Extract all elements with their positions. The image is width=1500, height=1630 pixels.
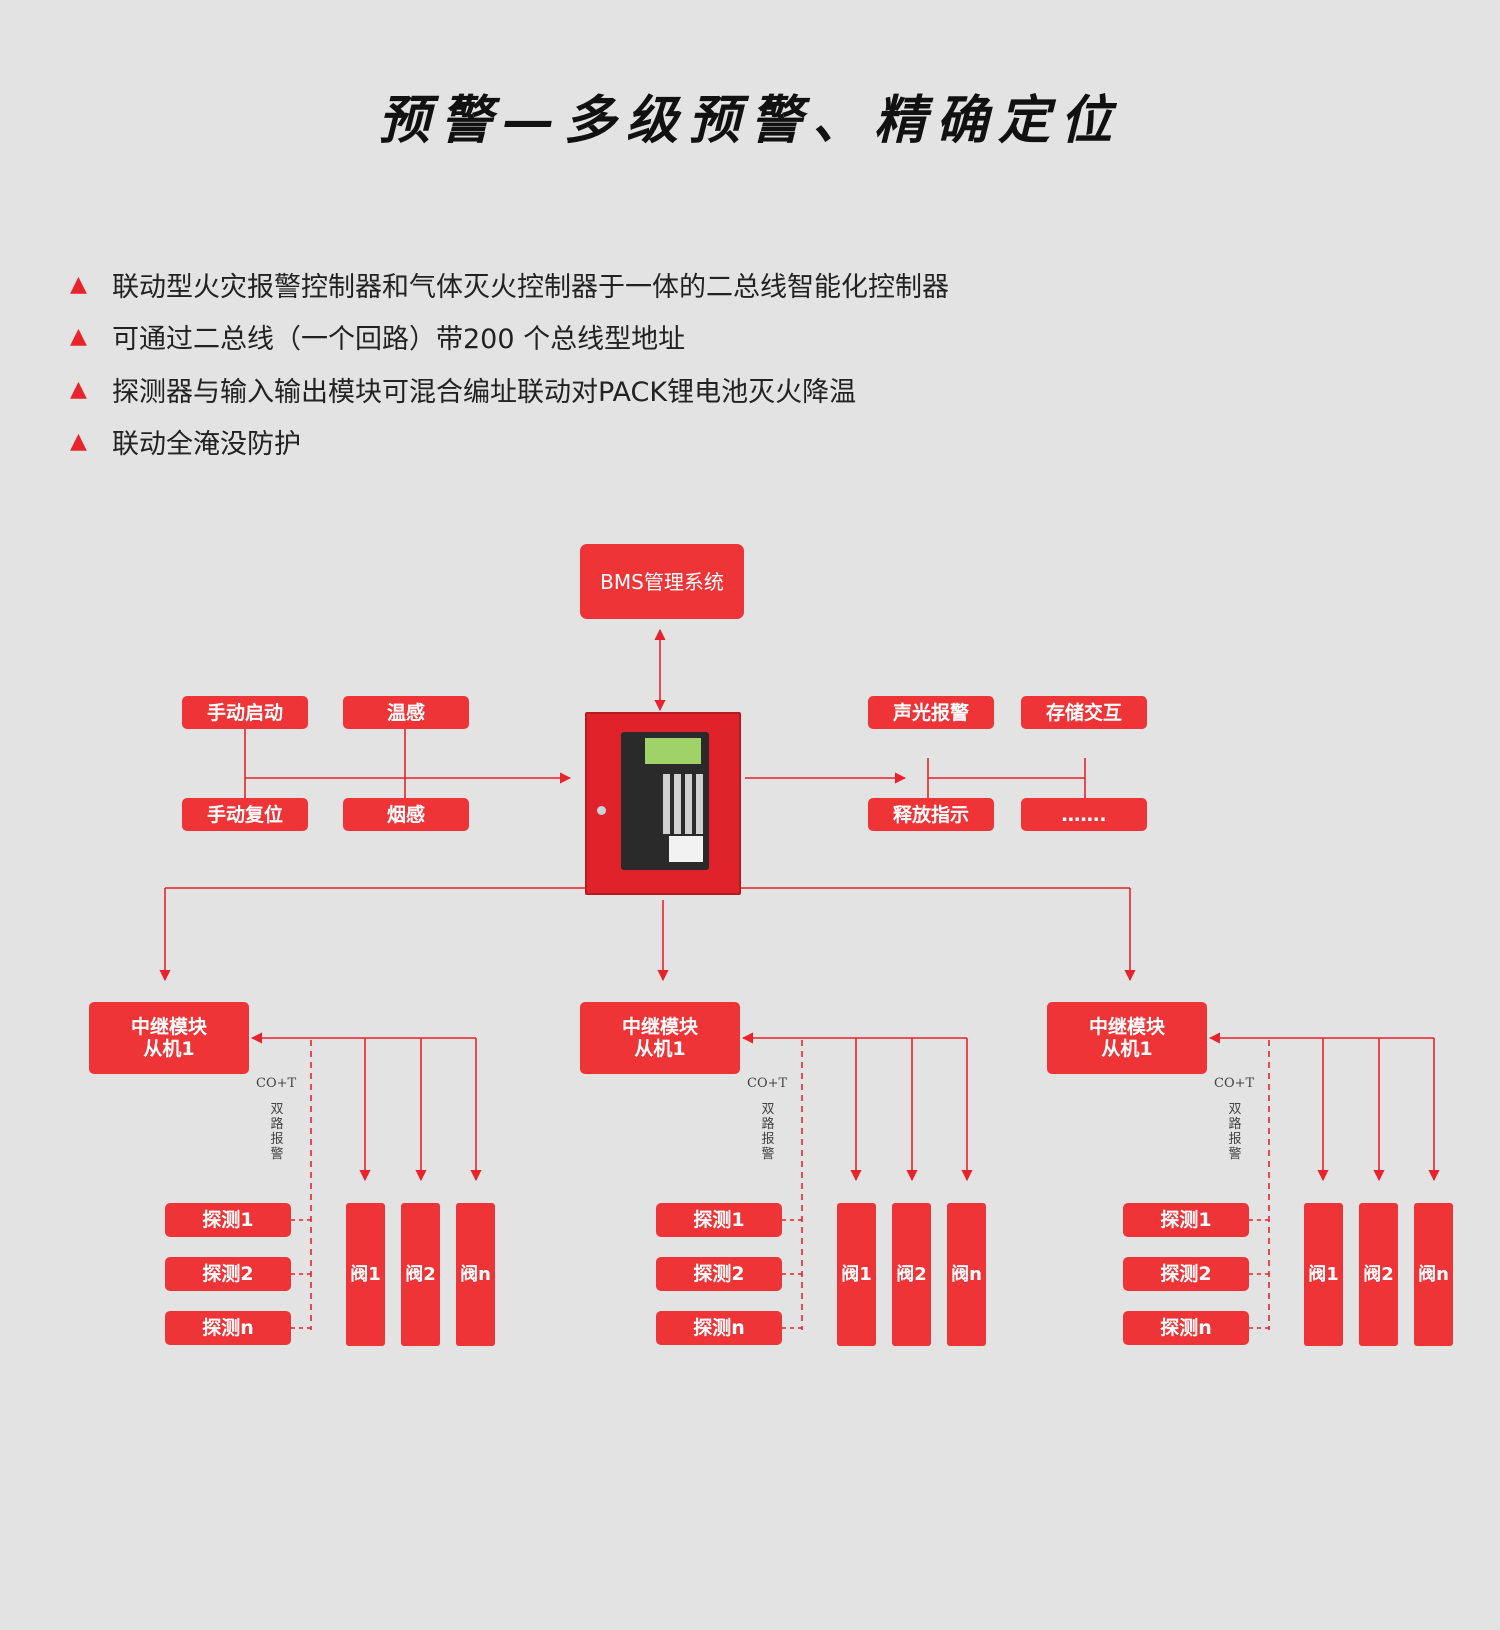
relay-module-subtitle: 从机1 (143, 1038, 195, 1060)
feature-item: ▲ 联动型火灾报警控制器和气体灭火控制器于一体的二总线智能化控制器 (70, 258, 949, 311)
feature-text: 可通过二总线（一个回路）带200 个总线型地址 (112, 324, 686, 356)
feature-item: ▲ 可通过二总线（一个回路）带200 个总线型地址 (70, 311, 949, 364)
valve-box: 阀1 (346, 1203, 385, 1346)
feature-list: ▲ 联动型火灾报警控制器和气体灭火控制器于一体的二总线智能化控制器 ▲ 可通过二… (70, 258, 949, 468)
valve-box: 阀2 (1359, 1203, 1398, 1346)
valve-box: 阀1 (1304, 1203, 1343, 1346)
smoke-sensor-box: 烟感 (343, 798, 469, 831)
feature-text: 联动型火灾报警控制器和气体灭火控制器于一体的二总线智能化控制器 (112, 271, 949, 303)
relay-module-subtitle: 从机1 (1101, 1038, 1153, 1060)
detector-box: 探测2 (656, 1257, 782, 1291)
lcd-screen (645, 738, 701, 764)
release-indicator-box: 释放指示 (868, 798, 994, 831)
temperature-sensor-box: 温感 (343, 696, 469, 729)
manual-reset-box: 手动复位 (182, 798, 308, 831)
more-outputs-box: ……. (1021, 798, 1147, 831)
relay-module-box: 中继模块从机1 (580, 1002, 740, 1074)
relay-module-box: 中继模块从机1 (1047, 1002, 1207, 1074)
feature-text: 探测器与输入输出模块可混合编址联动对PACK锂电池灭火降温 (112, 376, 857, 408)
co-t-label: CO+T (1214, 1076, 1255, 1091)
detector-box: 探测n (1123, 1311, 1249, 1345)
feature-item: ▲ 探测器与输入输出模块可混合编址联动对PACK锂电池灭火降温 (70, 363, 949, 416)
detector-box: 探测1 (1123, 1203, 1249, 1237)
triangle-icon: ▲ (70, 324, 87, 350)
storage-interaction-box: 存储交互 (1021, 696, 1147, 729)
key-lock-icon (597, 806, 606, 815)
valve-box: 阀2 (892, 1203, 931, 1346)
detector-box: 探测2 (165, 1257, 291, 1291)
keypad (663, 774, 703, 834)
bms-management-box: BMS管理系统 (580, 544, 744, 619)
detector-box: 探测n (656, 1311, 782, 1345)
dual-alarm-label: 双路报警 (270, 1102, 284, 1162)
triangle-icon: ▲ (70, 376, 87, 402)
triangle-icon: ▲ (70, 271, 87, 297)
controller-panel (621, 732, 709, 870)
valve-box: 阀n (1414, 1203, 1453, 1346)
manual-start-box: 手动启动 (182, 696, 308, 729)
valve-box: 阀2 (401, 1203, 440, 1346)
co-t-label: CO+T (256, 1076, 297, 1091)
dual-alarm-label: 双路报警 (761, 1102, 775, 1162)
relay-module-title: 中继模块 (130, 1016, 207, 1038)
printer-slot (669, 836, 703, 862)
relay-module-subtitle: 从机1 (634, 1038, 686, 1060)
valve-box: 阀n (947, 1203, 986, 1346)
co-t-label: CO+T (747, 1076, 788, 1091)
detector-box: 探测1 (165, 1203, 291, 1237)
relay-module-box: 中继模块从机1 (89, 1002, 249, 1074)
detector-box: 探测n (165, 1311, 291, 1345)
connector-lines (159, 628, 1440, 1330)
fire-alarm-controller (585, 712, 741, 895)
feature-item: ▲ 联动全淹没防护 (70, 416, 949, 469)
relay-module-title: 中继模块 (1088, 1016, 1165, 1038)
system-diagram: BMS管理系统 手动启动 温感 手动复位 烟感 声光报警 存储交互 释放指示 …… (0, 520, 1500, 1370)
triangle-icon: ▲ (70, 429, 87, 455)
valve-box: 阀1 (837, 1203, 876, 1346)
sound-light-alarm-box: 声光报警 (868, 696, 994, 729)
relay-module-title: 中继模块 (621, 1016, 698, 1038)
detector-box: 探测2 (1123, 1257, 1249, 1291)
valve-box: 阀n (456, 1203, 495, 1346)
page-title: 预警—多级预警、精确定位 (377, 90, 1122, 151)
dual-alarm-label: 双路报警 (1228, 1102, 1242, 1162)
feature-text: 联动全淹没防护 (112, 429, 301, 461)
detector-box: 探测1 (656, 1203, 782, 1237)
